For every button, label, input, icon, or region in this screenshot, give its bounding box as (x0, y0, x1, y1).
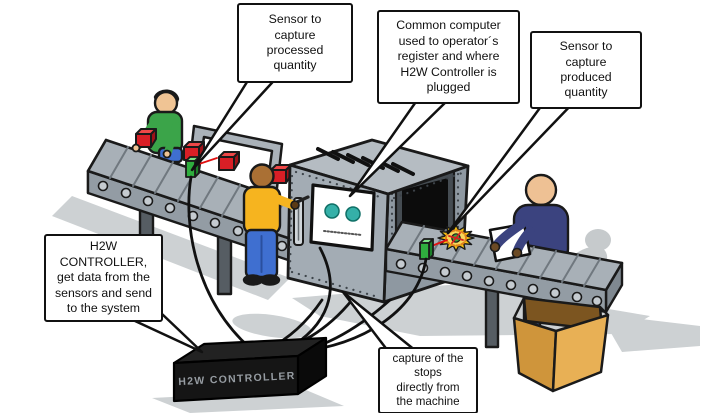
produced-item-target (437, 224, 475, 252)
red-box (218, 151, 240, 171)
red-box (135, 128, 157, 148)
product-boxes-belt1 (131, 128, 292, 184)
processed-quantity-sensor (185, 156, 218, 178)
callout-sensor-processed: Sensor to capture processed quantity (237, 3, 353, 83)
produced-quantity-sensor (419, 238, 448, 260)
machine-front (286, 163, 390, 304)
callout-h2w-controller: H2W CONTROLLER, get data from the sensor… (44, 234, 163, 322)
packing-sheet (488, 219, 535, 263)
worker-operator (242, 163, 310, 286)
callout-sensor-produced: Sensor to capture produced quantity (530, 31, 642, 109)
logo-globe-icon (324, 203, 340, 219)
conveyor-2-rollers (395, 258, 603, 307)
worker-loading (134, 89, 184, 164)
callout-machine-stops: capture of the stops directly from the m… (378, 347, 478, 413)
h2w-controller-label: H2W CONTROLLER (178, 369, 296, 389)
callout-common-computer: Common computer used to operator´s regis… (377, 10, 520, 104)
h2w-controller-box (172, 336, 328, 403)
logo-globe-icon (345, 206, 361, 222)
computer-screen (309, 183, 376, 252)
machine-handle (293, 197, 304, 246)
cable-sensor1 (187, 175, 252, 350)
cardboard-box (512, 296, 610, 393)
